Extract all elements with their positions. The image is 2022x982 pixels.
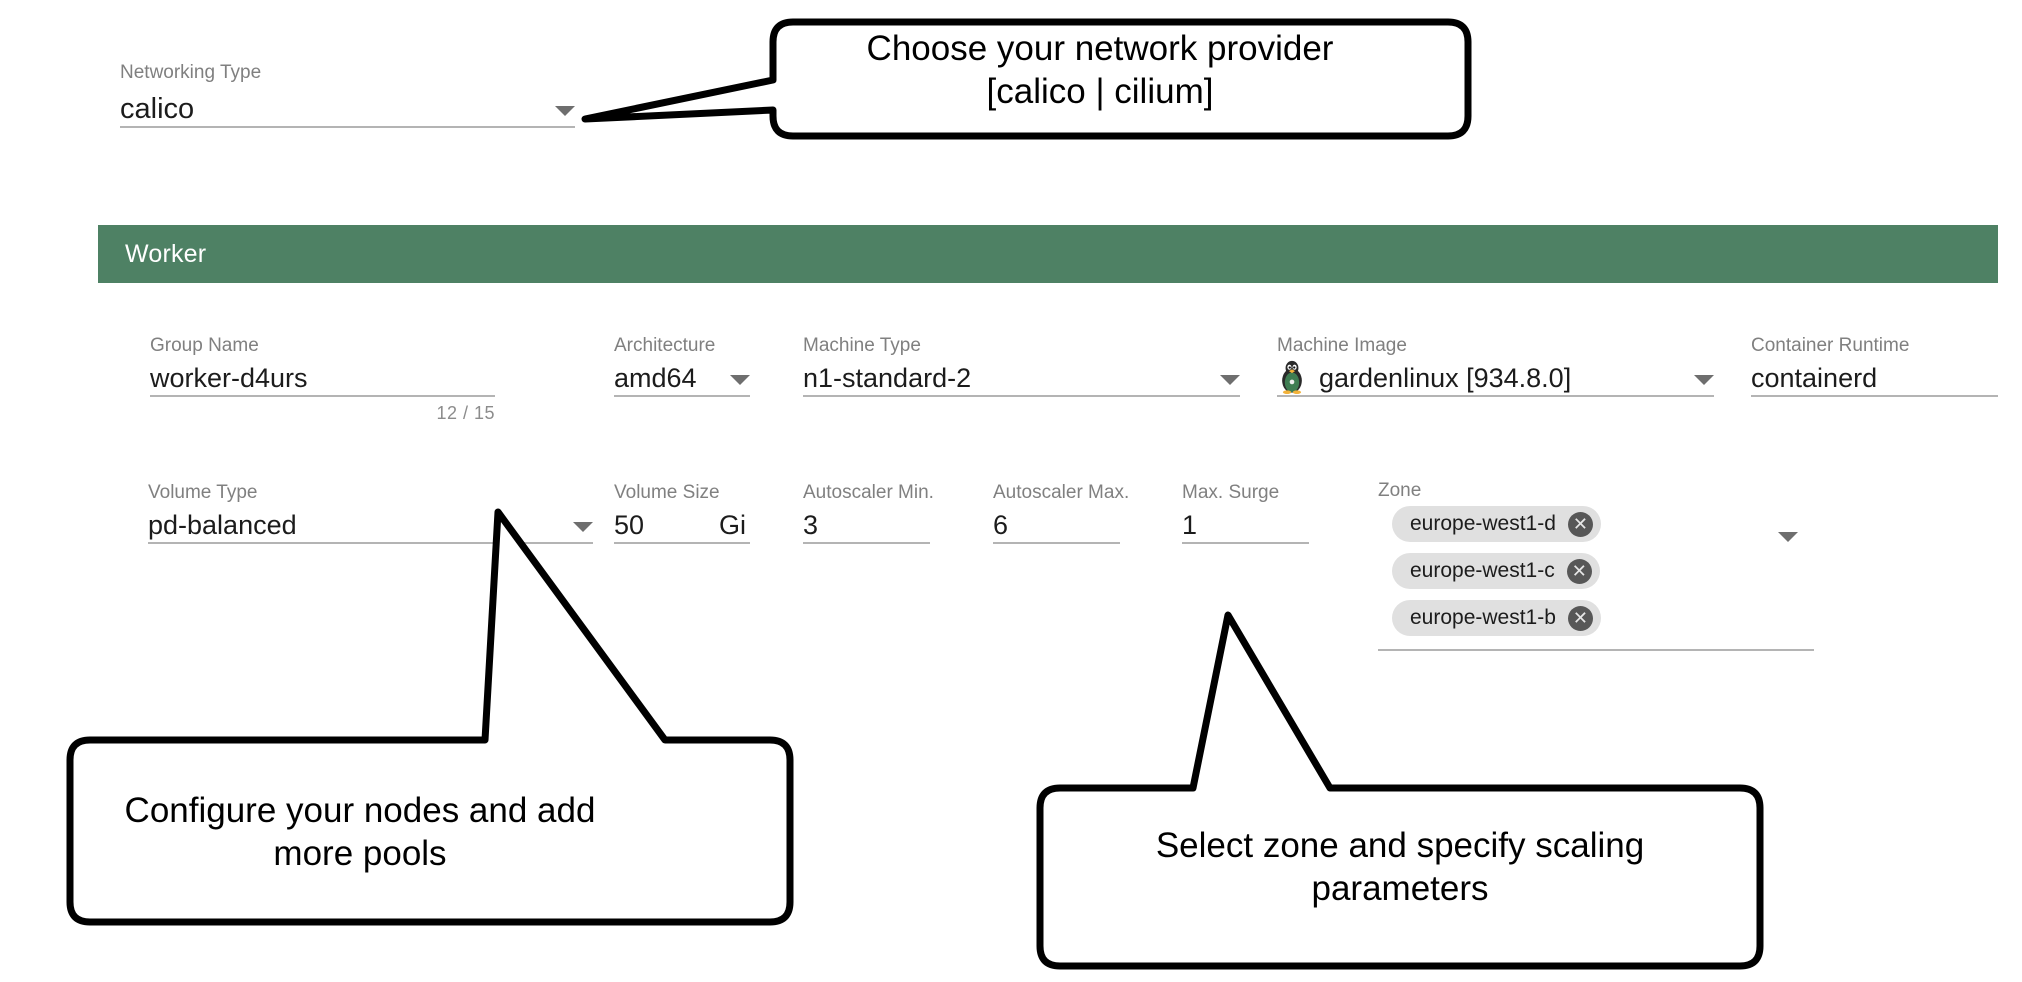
networking-type-value: calico [120,93,195,125]
networking-type-label: Networking Type [120,62,262,83]
autoscaler-max-field[interactable]: Autoscaler Max. 6 [993,482,1130,544]
volume-type-value: pd-balanced [148,510,297,540]
close-circle-icon[interactable]: ✕ [1566,558,1592,584]
callout-nodes-line2: more pools [273,833,447,873]
chevron-down-icon[interactable] [573,522,593,532]
worker-panel-title: Worker [125,239,207,268]
callout-zone-bubble [1036,611,1764,970]
volume-type-select[interactable]: pd-balanced [148,504,593,544]
volume-type-label: Volume Type [148,482,258,503]
callout-zone-line2: parameters [1311,868,1489,908]
chevron-down-icon[interactable] [1694,375,1714,385]
container-runtime-value: containerd [1751,363,1878,393]
chevron-down-icon[interactable] [730,375,750,385]
max-surge-value: 1 [1182,510,1198,540]
callout-zone-line1: Select zone and specify scaling [1155,826,1645,865]
autoscaler-min-value: 3 [803,510,819,540]
group-name-counter: 12 / 15 [436,403,495,423]
autoscaler-min-label: Autoscaler Min. [803,482,934,503]
chevron-down-icon[interactable] [1220,375,1240,385]
chevron-down-icon[interactable] [1778,532,1798,542]
machine-image-field[interactable]: Machine Image gardenlinux [934.8.0] [1277,335,1714,397]
zone-field[interactable]: Zone europe-west1-d ✕ europe-west1-c ✕ e… [1378,480,1818,651]
callout-nodes-line1: Configure your nodes and add [124,791,596,830]
architecture-value: amd64 [614,363,697,393]
machine-type-value: n1-standard-2 [803,363,972,393]
zone-chip-label: europe-west1-d [1410,512,1556,535]
zone-chip[interactable]: europe-west1-b ✕ [1392,600,1601,636]
container-runtime-input[interactable]: containerd [1751,357,1998,397]
machine-type-field[interactable]: Machine Type n1-standard-2 [803,335,1240,397]
volume-size-unit: Gi [719,510,746,540]
architecture-label: Architecture [614,335,716,356]
autoscaler-max-value: 6 [993,510,1009,540]
machine-image-label: Machine Image [1277,335,1407,356]
tux-penguin-icon [1282,360,1302,394]
autoscaler-max-input[interactable]: 6 [993,504,1120,544]
architecture-select[interactable]: amd64 [614,357,750,397]
container-runtime-field[interactable]: Container Runtime containerd [1751,335,1998,397]
networking-type-select[interactable]: calico [120,84,575,128]
zone-chip-label: europe-west1-b [1410,606,1556,629]
zone-multiselect[interactable]: europe-west1-d ✕ europe-west1-c ✕ europe… [1378,502,1814,651]
autoscaler-max-label: Autoscaler Max. [993,482,1130,503]
group-name-input[interactable]: worker-d4urs [150,357,495,397]
zone-chip-label: europe-west1-c [1410,559,1555,582]
close-circle-icon[interactable]: ✕ [1567,511,1593,537]
machine-image-value: gardenlinux [934.8.0] [1319,363,1572,393]
volume-size-label: Volume Size [614,482,720,503]
zone-chip[interactable]: europe-west1-d ✕ [1392,506,1601,542]
callout-network-text: Choose your network provider [calico | c… [770,28,1430,113]
container-runtime-label: Container Runtime [1751,335,1910,356]
close-circle-icon[interactable]: ✕ [1567,605,1593,631]
volume-size-value: 50 [614,510,645,540]
callout-zone-text: Select zone and specify scaling paramete… [1040,825,1760,910]
machine-type-select[interactable]: n1-standard-2 [803,357,1240,397]
volume-size-input[interactable]: 50 Gi [614,504,750,544]
volume-type-field[interactable]: Volume Type pd-balanced [148,482,593,544]
autoscaler-min-field[interactable]: Autoscaler Min. 3 [803,482,934,544]
group-name-field[interactable]: Group Name worker-d4urs 12 / 15 [150,335,495,424]
max-surge-input[interactable]: 1 [1182,504,1309,544]
machine-type-label: Machine Type [803,335,921,356]
callout-nodes-text: Configure your nodes and add more pools [70,790,650,875]
volume-size-field[interactable]: Volume Size 50 Gi [614,482,750,544]
max-surge-field[interactable]: Max. Surge 1 [1182,482,1309,544]
machine-image-select[interactable]: gardenlinux [934.8.0] [1277,357,1714,397]
worker-panel-header: Worker [98,225,1998,283]
zone-label: Zone [1378,480,1422,501]
autoscaler-min-input[interactable]: 3 [803,504,930,544]
architecture-field[interactable]: Architecture amd64 [614,335,750,397]
zone-chip[interactable]: europe-west1-c ✕ [1392,553,1600,589]
callout-network-line2: [calico | cilium] [986,71,1214,111]
callout-network-line1: Choose your network provider [866,29,1334,68]
group-name-value: worker-d4urs [150,363,308,393]
chevron-down-icon[interactable] [555,106,575,116]
networking-type-field[interactable]: Networking Type calico [120,62,575,128]
max-surge-label: Max. Surge [1182,482,1280,503]
group-name-label: Group Name [150,335,259,356]
